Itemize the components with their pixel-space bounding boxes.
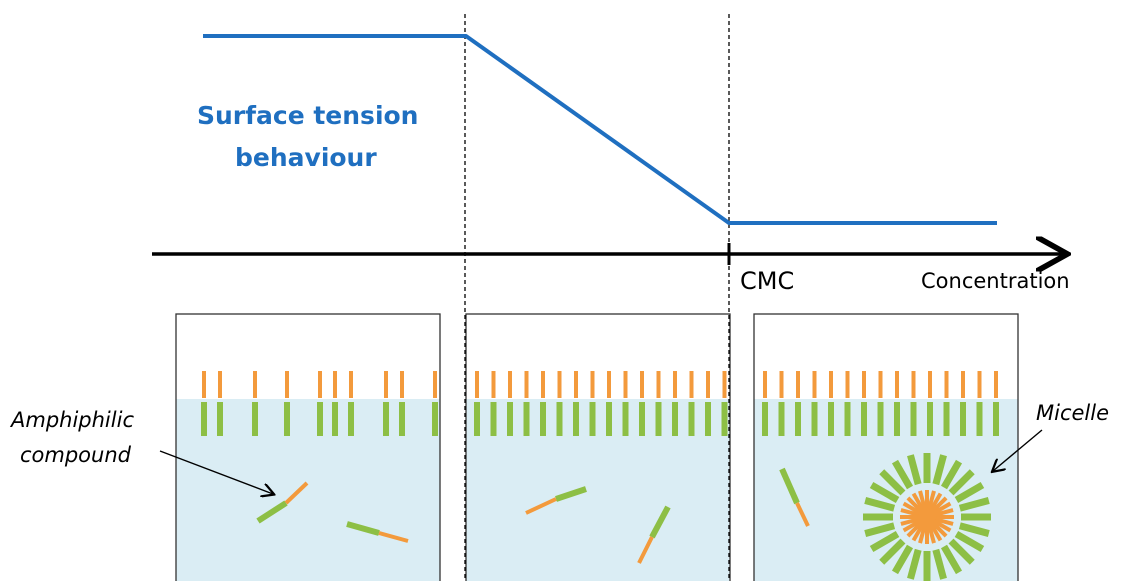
free-surfactant-molecule — [779, 467, 810, 527]
free-surfactant-molecule — [346, 521, 409, 543]
micelle-pointer-arrow — [993, 429, 1043, 471]
surface-monolayer — [762, 371, 999, 436]
panel-low-concentration — [175, 313, 441, 581]
free-surfactant-molecule — [525, 486, 587, 515]
panel-frame — [465, 313, 731, 581]
surface-tension-title-line2: behaviour — [235, 143, 377, 172]
cmc-label: CMC — [740, 267, 794, 295]
surface-tension-title-line1: Surface tension — [197, 101, 418, 130]
free-surfactant-molecule — [637, 505, 671, 564]
micelle — [863, 453, 991, 581]
free-molecules — [256, 467, 810, 564]
micelle-label: Micelle — [1036, 401, 1109, 425]
amphiphilic-label-line1: Amphiphilic — [9, 408, 134, 432]
micelle-core — [918, 508, 936, 526]
panel-mid-concentration — [465, 313, 731, 581]
free-surfactant-molecule — [256, 481, 309, 524]
surface-tension-curve — [203, 34, 997, 225]
axis-label: Concentration — [921, 269, 1070, 293]
panel-frame — [175, 313, 441, 581]
surface-monolayer — [201, 371, 438, 436]
amphiphilic-label-line2: compound — [20, 443, 132, 467]
surface-monolayer — [474, 371, 728, 436]
amphiphilic-pointer-arrow — [159, 450, 273, 494]
panel-frame — [753, 313, 1019, 581]
